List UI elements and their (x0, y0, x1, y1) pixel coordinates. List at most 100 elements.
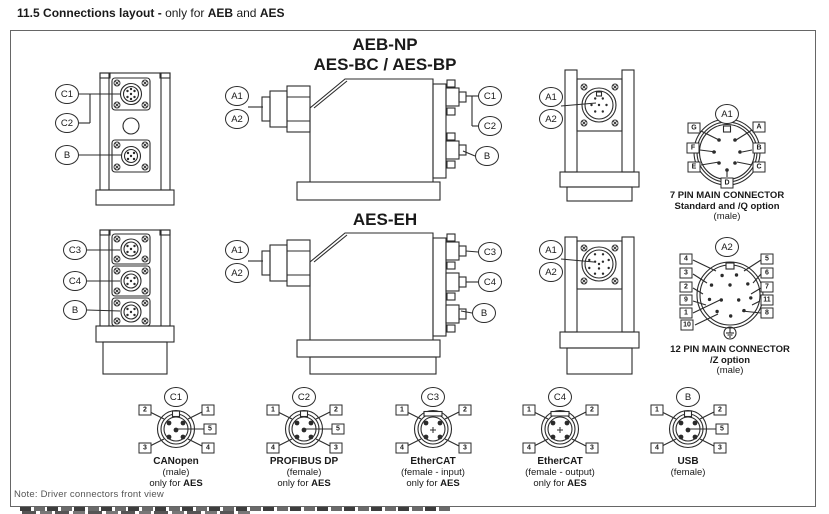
connector-gender: (female - output) (525, 467, 595, 478)
pin12-r-7: 7 (760, 281, 774, 293)
connector-face (277, 409, 332, 449)
cropped-text-row (20, 507, 450, 511)
label-top-side-c1: C1 (478, 86, 502, 106)
device-side-aes-eh (248, 232, 479, 375)
only-for-note: only for AES (533, 478, 587, 489)
connector-face (533, 409, 587, 449)
connector-caption: EtherCAT(female - output)only for AES (490, 456, 630, 489)
label-top-front-c1: C1 (55, 84, 79, 104)
pin7-caption: 7 PIN MAIN CONNECTOR Standard and /Q opt… (669, 190, 785, 222)
label-mid-front-c3: C3 (63, 240, 87, 260)
title-aes-eh: AES-EH (352, 210, 418, 229)
pin-number: 2 (458, 404, 472, 416)
pin12-r-6: 6 (760, 267, 774, 279)
label-top-side-b: B (475, 146, 499, 166)
pinout-7pin-art (693, 118, 761, 186)
pin7-pin-f: F (686, 142, 700, 154)
connector-face (406, 409, 460, 449)
connector-gender: (female) (286, 467, 322, 478)
label-mid-side-a1: A1 (225, 240, 249, 260)
pin-number: 4 (395, 442, 409, 454)
label-mid-rear-a1: A1 (539, 240, 563, 260)
only-for-note: only for AES (149, 478, 203, 489)
title-aeb-np: AEB-NP (352, 35, 418, 54)
connector-gender: (male) (162, 467, 190, 478)
only-for-note: only for AES (277, 478, 331, 489)
pin-number: 3 (585, 442, 599, 454)
section-title: Connections layout - (43, 6, 162, 20)
pin12-caption: 12 PIN MAIN CONNECTOR /Z option (male) (670, 344, 790, 376)
connector-gender: (female - input) (401, 467, 465, 478)
connector-gender: (female) (670, 467, 706, 478)
connector-ref: C4 (548, 387, 572, 407)
pin-number: 2 (138, 404, 152, 416)
label-mid-front-c4: C4 (63, 271, 87, 291)
pin-number: 4 (266, 442, 280, 454)
pinout-pins (707, 138, 753, 318)
group-title-top: AEB-NP AES-BC / AES-BP (255, 35, 515, 75)
pin-number: 2 (713, 404, 727, 416)
cropped-text-row-2 (22, 511, 252, 514)
connector-caption: USB(female) (618, 456, 758, 478)
pin12-l-1: 1 (679, 307, 693, 319)
connector-name: EtherCAT (410, 456, 456, 467)
pin7-pin-g: G (687, 122, 701, 134)
pin12-l-4: 4 (679, 253, 693, 265)
device-rear-aeb (559, 69, 640, 202)
device-side-aeb (248, 78, 478, 201)
connector-name: USB (677, 456, 699, 467)
label-mid-side-c3: C3 (478, 242, 502, 262)
pin7-pin-c: C (752, 161, 766, 173)
label-top-side-a2: A2 (225, 109, 249, 129)
pin12-ref: A2 (715, 237, 739, 257)
pin12-l-3: 3 (679, 267, 693, 279)
pin12-l-2: 2 (679, 281, 693, 293)
connector-ref: C1 (164, 387, 188, 407)
connector-ref: B (676, 387, 700, 407)
connector-ref: C2 (292, 387, 316, 407)
pin-number: 4 (522, 442, 536, 454)
pin-number: 5 (203, 423, 217, 435)
connector-face (149, 409, 204, 449)
footnote: Note: Driver connectors front view (14, 489, 164, 500)
pin-number: 4 (650, 442, 664, 454)
label-top-rear-a1: A1 (539, 87, 563, 107)
connector-name: PROFIBUS DP (269, 456, 339, 467)
label-top-side-c2: C2 (478, 116, 502, 136)
pin7-ref: A1 (715, 104, 739, 124)
pin7-pin-e: E (687, 161, 701, 173)
device-front-aes-eh (86, 229, 175, 375)
connector-caption: EtherCAT(female - input)only for AES (363, 456, 503, 489)
label-mid-side-a2: A2 (225, 263, 249, 283)
pin7-pin-b: B (752, 142, 766, 154)
connector-ref: C3 (421, 387, 445, 407)
label-mid-side-c4: C4 (478, 272, 502, 292)
pin-number: 4 (201, 442, 215, 454)
label-mid-front-b: B (63, 300, 87, 320)
connector-caption: CANopen(male)only for AES (106, 456, 246, 489)
label-top-rear-a2: A2 (539, 109, 563, 129)
pin-number: 5 (331, 423, 345, 435)
pin-number: 3 (329, 442, 343, 454)
connector-face (661, 409, 716, 449)
section-heading: 11.5 Connections layout - only for AEB a… (17, 6, 285, 20)
pin-number: 1 (522, 404, 536, 416)
pin-number: 3 (713, 442, 727, 454)
title-aes-bc-bp: AES-BC / AES-BP (313, 55, 457, 74)
label-mid-rear-a2: A2 (539, 262, 563, 282)
pin-number: 3 (138, 442, 152, 454)
diagram-frame (10, 30, 816, 507)
pin-number: 2 (585, 404, 599, 416)
connector-name: CANopen (153, 456, 199, 467)
pin7-pin-d: D (720, 177, 734, 189)
pin-number: 5 (715, 423, 729, 435)
pin-number: 2 (329, 404, 343, 416)
pin7-pin-a: A (752, 121, 766, 133)
